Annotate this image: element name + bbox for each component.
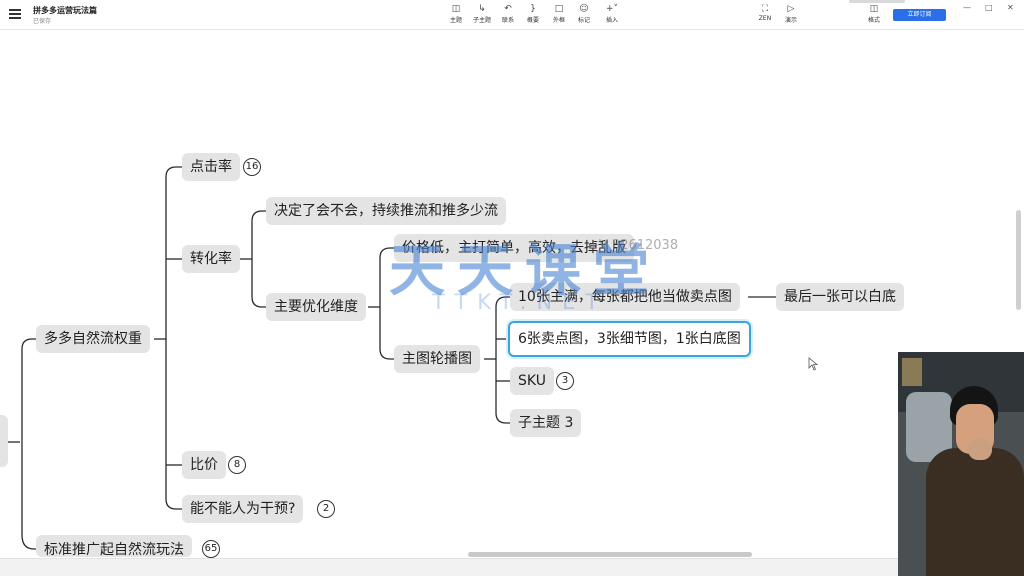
- status-bar: [0, 558, 1024, 576]
- mouse-cursor-icon: [808, 357, 818, 371]
- insert-button[interactable]: +˅ 插入: [600, 4, 624, 24]
- node-decide[interactable]: 决定了会不会，持续推流和推多少流: [266, 197, 506, 225]
- node-six-sheets-selected[interactable]: 6张卖点图，3张细节图，1张白底图: [508, 321, 751, 357]
- dropdown-strip: [849, 0, 905, 3]
- node-standard-count-badge[interactable]: 65: [202, 540, 220, 558]
- summary-button[interactable]: } 概要: [521, 4, 545, 24]
- webcam-person-body: [926, 448, 1024, 576]
- summary-icon: }: [530, 4, 536, 14]
- relation-icon: ↶: [504, 4, 512, 14]
- document-title[interactable]: 拼多多运营玩法篇: [33, 6, 97, 15]
- top-toolbar: 拼多多运营玩法篇 已保存 ◫ 主题 ↳ 子主题 ↶ 联系 } 概要 □ 外框 ☺…: [0, 0, 1024, 30]
- node-last-white[interactable]: 最后一张可以白底: [776, 283, 904, 311]
- boundary-button[interactable]: □ 外框: [547, 4, 571, 24]
- node-ctr-count-badge[interactable]: 16: [243, 158, 261, 176]
- node-weight[interactable]: 多多自然流权重: [36, 325, 150, 353]
- node-conversion[interactable]: 转化率: [182, 245, 240, 273]
- save-status: 已保存: [33, 18, 52, 25]
- marker-button[interactable]: ☺ 标记: [572, 4, 596, 24]
- node-ctr[interactable]: 点击率: [182, 153, 240, 181]
- root-topic-partial[interactable]: [0, 415, 8, 467]
- subtopic-button[interactable]: ↳ 子主题: [470, 4, 494, 24]
- subtopic-icon: ↳: [478, 4, 486, 14]
- play-icon: ▷: [787, 4, 795, 14]
- connector-lines: [8, 166, 776, 550]
- watermark-logo-text: 天天课堂: [389, 239, 661, 304]
- format-button[interactable]: ◫ 格式: [862, 4, 886, 24]
- zen-button[interactable]: ⛶ ZEN: [753, 4, 777, 22]
- node-standard[interactable]: 标准推广起自然流玩法: [36, 535, 192, 557]
- format-panel-icon: ◫: [869, 4, 879, 14]
- node-sku[interactable]: SKU: [510, 367, 554, 395]
- webcam-overlay: [898, 352, 1024, 576]
- topic-icon: ◫: [451, 4, 461, 14]
- webcam-shelf-item: [902, 358, 922, 386]
- present-button[interactable]: ▷ 演示: [779, 4, 803, 24]
- node-price[interactable]: 价格低，主打简单，高效，去掉乱版: [394, 234, 634, 262]
- node-sku-count-badge[interactable]: 3: [556, 372, 574, 390]
- topic-button[interactable]: ◫ 主题: [444, 4, 468, 24]
- node-compare-count-badge[interactable]: 8: [228, 456, 246, 474]
- relation-button[interactable]: ↶ 联系: [496, 4, 520, 24]
- boundary-icon: □: [554, 4, 564, 14]
- node-intervene-count-badge[interactable]: 2: [317, 500, 335, 518]
- watermark-url: TTKT.NET: [432, 290, 609, 314]
- maximize-icon[interactable]: □: [985, 3, 993, 12]
- node-carousel[interactable]: 主图轮播图: [394, 345, 480, 373]
- horizontal-scrollbar[interactable]: [468, 552, 752, 557]
- fullscreen-icon: ⛶: [761, 4, 769, 14]
- node-compare[interactable]: 比价: [182, 451, 226, 479]
- marker-icon: ☺: [579, 4, 589, 14]
- vertical-scrollbar[interactable]: [1016, 210, 1021, 310]
- hamburger-menu-icon[interactable]: [9, 9, 21, 21]
- minimize-icon[interactable]: —: [963, 3, 971, 12]
- node-subtopic-3[interactable]: 子主题 3: [510, 409, 582, 437]
- node-optimize[interactable]: 主要优化维度: [266, 293, 366, 321]
- subscribe-button[interactable]: 立即订阅: [893, 9, 946, 21]
- mindmap-canvas[interactable]: 多多自然流权重 点击率 16 转化率 决定了会不会，持续推流和推多少流 主要优化…: [0, 31, 1024, 558]
- plus-icon: +˅: [605, 4, 619, 14]
- close-icon[interactable]: ✕: [1007, 3, 1014, 12]
- watermark-contact: +V 32612038: [588, 238, 679, 253]
- webcam-person-hand: [968, 438, 992, 460]
- node-intervene[interactable]: 能不能人为干预?: [182, 495, 304, 523]
- node-ten-sheets[interactable]: 10张主满，每张都把他当做卖点图: [510, 283, 740, 311]
